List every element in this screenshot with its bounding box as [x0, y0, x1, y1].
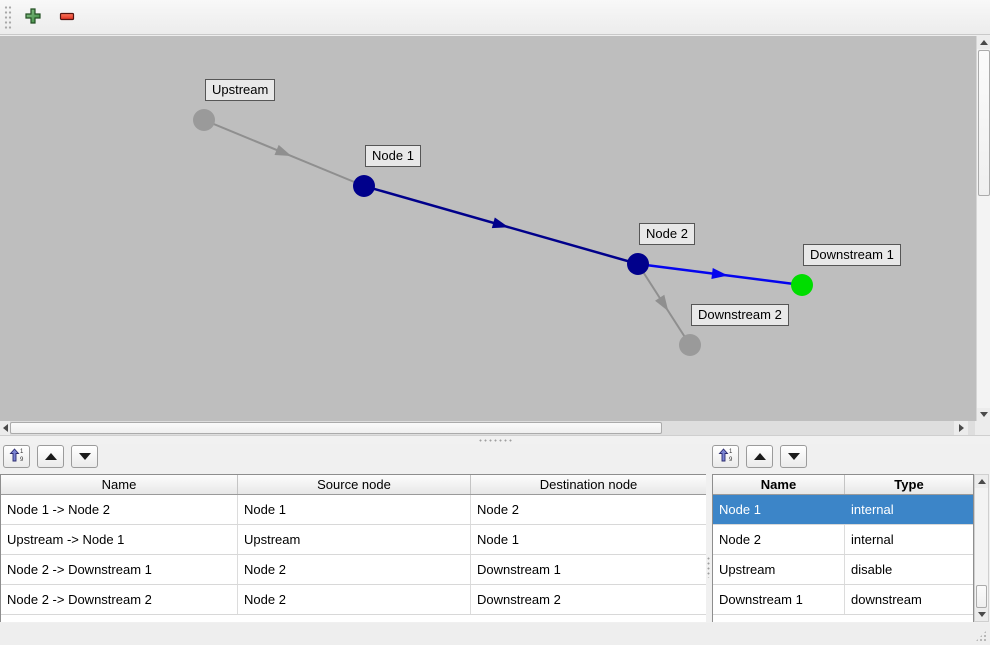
- scroll-down-icon[interactable]: [975, 608, 988, 621]
- node-row[interactable]: Downstream 1 downstream: [713, 585, 973, 615]
- column-header-source-node[interactable]: Source node: [238, 475, 471, 494]
- cell-source: Node 2: [238, 585, 471, 614]
- move-down-icon: [787, 453, 800, 460]
- cell-name: Upstream: [713, 555, 845, 584]
- svg-text:9: 9: [729, 457, 733, 463]
- sort-button[interactable]: 1 9: [3, 445, 30, 468]
- cell-name: Node 1: [713, 495, 845, 524]
- column-header-name[interactable]: Name: [713, 475, 845, 494]
- scroll-up-icon[interactable]: [977, 36, 990, 49]
- cell-name: Upstream -> Node 1: [1, 525, 238, 554]
- edge-row[interactable]: Node 2 -> Downstream 1 Node 2 Downstream…: [1, 555, 706, 585]
- graph-node-downstream2[interactable]: [679, 334, 701, 356]
- cell-type: downstream: [851, 592, 922, 607]
- edge-arrow-icon: [655, 294, 669, 312]
- cell-name: Downstream 1: [713, 585, 845, 614]
- edge-table-header: Name Source node Destination node: [1, 475, 706, 495]
- edge-table-toolbar: 1 9: [3, 445, 105, 468]
- cell-name: Node 2 -> Downstream 2: [1, 585, 238, 614]
- edge-row[interactable]: Node 1 -> Node 2 Node 1 Node 2: [1, 495, 706, 525]
- vertical-scroll-thumb[interactable]: [978, 50, 990, 196]
- cell-destination: Node 1: [477, 532, 519, 547]
- canvas-vertical-scrollbar[interactable]: [976, 36, 990, 421]
- cell-name: Node 2 -> Downstream 1: [1, 555, 238, 584]
- column-header-name[interactable]: Name: [1, 475, 238, 494]
- edge-arrow-icon: [274, 144, 292, 157]
- svg-text:1: 1: [729, 449, 733, 455]
- node-row-selected[interactable]: Node 1 internal: [713, 495, 973, 525]
- cell-type: disable: [851, 562, 893, 577]
- cell-source: Upstream: [238, 525, 471, 554]
- vertical-splitter[interactable]: [706, 474, 712, 622]
- edge-table: Name Source node Destination node Node 1…: [0, 474, 707, 622]
- node-row[interactable]: Node 2 internal: [713, 525, 973, 555]
- cell-destination: Downstream 1: [477, 562, 561, 577]
- bottom-panel: 1 9 1 9: [0, 444, 990, 623]
- move-down-icon: [78, 453, 91, 460]
- scroll-up-icon[interactable]: [975, 475, 988, 488]
- edge-arrow-icon: [491, 217, 509, 229]
- edge-row[interactable]: Node 2 -> Downstream 2 Node 2 Downstream…: [1, 585, 706, 615]
- graph-node-node1[interactable]: [353, 175, 375, 197]
- cell-source: Node 1: [238, 495, 471, 524]
- cell-type: internal: [851, 532, 894, 547]
- sort-ascending-icon: 1 9: [717, 447, 734, 466]
- empty-row: [713, 615, 973, 622]
- cell-destination: Node 2: [477, 502, 519, 517]
- vertical-scroll-thumb[interactable]: [976, 585, 987, 608]
- add-button[interactable]: [20, 4, 46, 30]
- canvas-horizontal-scrollbar[interactable]: [0, 421, 975, 435]
- edge-arrow-icon: [711, 268, 728, 279]
- node-table-toolbar: 1 9: [712, 445, 814, 468]
- add-icon: [24, 7, 42, 28]
- scroll-down-icon[interactable]: [977, 408, 990, 421]
- scroll-left-icon[interactable]: [0, 421, 10, 435]
- node-table-header: Name Type: [713, 475, 973, 495]
- cell-destination: Downstream 2: [477, 592, 561, 607]
- splitter-handle-icon: [707, 556, 710, 578]
- resize-grip-icon[interactable]: [975, 630, 987, 642]
- splitter-handle-icon: [478, 439, 512, 442]
- sort-ascending-icon: 1 9: [8, 447, 25, 466]
- node-table-scrollbar[interactable]: [974, 474, 989, 622]
- move-up-button[interactable]: [37, 445, 64, 468]
- move-up-icon: [44, 453, 57, 460]
- node-label-node2[interactable]: Node 2: [639, 223, 695, 245]
- node-label-downstream2[interactable]: Downstream 2: [691, 304, 789, 326]
- remove-button[interactable]: [54, 4, 80, 30]
- node-label-upstream[interactable]: Upstream: [205, 79, 276, 101]
- cell-name: Node 2: [713, 525, 845, 554]
- horizontal-splitter[interactable]: [0, 435, 990, 444]
- graph-node-upstream[interactable]: [193, 109, 215, 131]
- edge-row[interactable]: Upstream -> Node 1 Upstream Node 1: [1, 525, 706, 555]
- graph-node-node2[interactable]: [627, 253, 649, 275]
- svg-text:1: 1: [20, 449, 24, 455]
- scroll-right-icon[interactable]: [954, 421, 968, 435]
- column-header-destination-node[interactable]: Destination node: [539, 477, 638, 492]
- node-label-downstream1[interactable]: Downstream 1: [803, 244, 901, 266]
- graph-drawing: [193, 109, 813, 356]
- cell-type: internal: [851, 502, 894, 517]
- svg-text:9: 9: [20, 457, 24, 463]
- toolbar-grip[interactable]: [4, 5, 12, 29]
- empty-row: [1, 615, 706, 622]
- graph-node-downstream1[interactable]: [791, 274, 813, 296]
- horizontal-scroll-thumb[interactable]: [10, 422, 662, 434]
- cell-name: Node 1 -> Node 2: [1, 495, 238, 524]
- node-row[interactable]: Upstream disable: [713, 555, 973, 585]
- status-bar: [0, 623, 990, 645]
- column-header-type[interactable]: Type: [894, 477, 924, 492]
- remove-icon: [58, 7, 76, 28]
- node-label-node1[interactable]: Node 1: [365, 145, 421, 167]
- move-down-button[interactable]: [780, 445, 807, 468]
- main-toolbar: [0, 0, 990, 35]
- move-up-button[interactable]: [746, 445, 773, 468]
- cell-source: Node 2: [238, 555, 471, 584]
- sort-button[interactable]: 1 9: [712, 445, 739, 468]
- move-up-icon: [753, 453, 766, 460]
- node-table: Name Type Node 1 internal Node 2 interna…: [712, 474, 974, 622]
- move-down-button[interactable]: [71, 445, 98, 468]
- scrollbar-corner: [975, 421, 990, 435]
